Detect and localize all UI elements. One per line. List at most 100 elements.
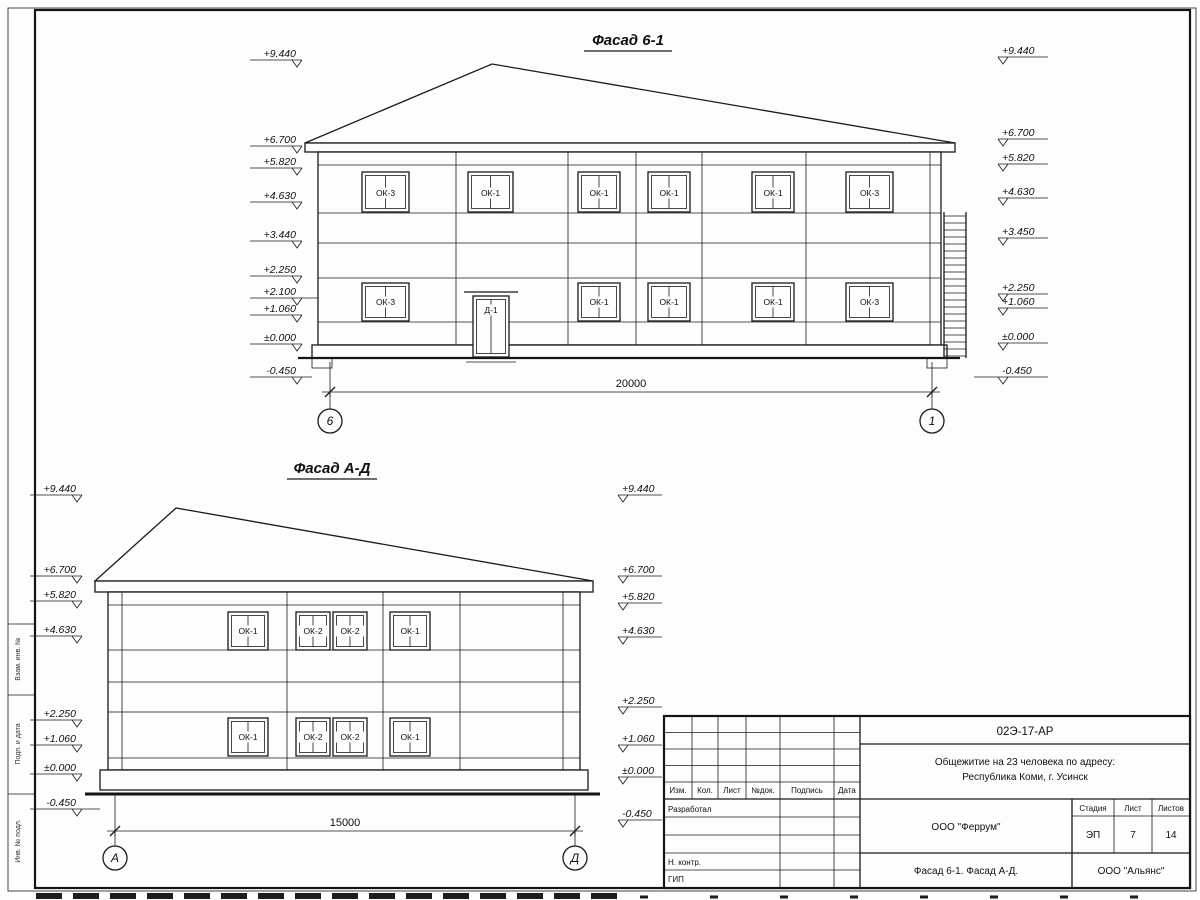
col-date: Дата	[838, 786, 856, 795]
svg-text:+5.820: +5.820	[622, 591, 655, 603]
svg-text:-0.450: -0.450	[46, 797, 76, 809]
svg-text:±0.000: ±0.000	[622, 765, 654, 777]
col-kol: Кол.	[697, 786, 713, 795]
sheets-value: 14	[1165, 830, 1177, 841]
window-label: ОК-1	[659, 297, 678, 307]
window-label: ОК-3	[376, 297, 395, 307]
window: ОК-1	[227, 611, 269, 651]
svg-text:+9.440: +9.440	[1002, 45, 1035, 57]
svg-text:+1.060: +1.060	[1002, 296, 1035, 308]
facade1-title: Фасад 6-1	[592, 32, 664, 49]
svg-text:+6.700: +6.700	[622, 564, 655, 576]
window-label: ОК-1	[763, 297, 782, 307]
elevation-marks-right: +9.440 +6.700 +5.820 +4.630 +2.250 +1.06…	[617, 483, 662, 828]
row-developed: Разработал	[668, 805, 712, 814]
company-name: ООО "Феррум"	[931, 822, 1001, 833]
window: ОК-1	[751, 171, 795, 213]
plinth	[311, 344, 948, 359]
row-ncontrol: Н. контр.	[668, 858, 701, 867]
dimension-value: 20000	[616, 378, 647, 390]
svg-text:+1.060: +1.060	[264, 303, 297, 315]
window: ОК-1	[647, 171, 691, 213]
axis-label: Д	[569, 851, 580, 865]
elevation-marks-left: +9.440 +6.700 +5.820 +4.630 +2.250 +1.06…	[30, 483, 100, 817]
axis-label: А	[110, 851, 119, 865]
stage-value: ЭП	[1086, 830, 1100, 841]
axis-d: Д	[562, 831, 588, 871]
window-label: ОК-1	[238, 732, 257, 742]
roof	[93, 507, 594, 582]
window-label: ОК-3	[860, 188, 879, 198]
window: ОК-1	[751, 282, 795, 322]
col-doc: №док.	[751, 786, 774, 795]
facade2-title: Фасад А-Д	[294, 460, 371, 477]
facade-6-1: Фасад 6-1 ОК-3 ОК-1	[250, 32, 1048, 434]
margin-label-inv: Инв. № подл.	[15, 819, 22, 863]
window-label: ОК-1	[400, 626, 419, 636]
window: ОК-1	[227, 717, 269, 757]
row-gip: ГИП	[668, 875, 684, 884]
svg-text:+9.440: +9.440	[264, 48, 297, 60]
col-izm: Изм.	[669, 786, 686, 795]
window-label: ОК-3	[376, 188, 395, 198]
window-label: ОК-2	[303, 626, 322, 636]
svg-text:+6.700: +6.700	[44, 564, 77, 576]
stage-label: Стадия	[1079, 804, 1106, 813]
axis-label: 6	[327, 414, 334, 428]
window: ОК-1	[577, 171, 621, 213]
dimension-20000: 20000	[322, 362, 940, 398]
col-list: Лист	[723, 786, 741, 795]
svg-text:±0.000: ±0.000	[264, 332, 296, 344]
axis-label: 1	[929, 414, 936, 428]
svg-text:+5.820: +5.820	[264, 156, 297, 168]
window: ОК-1	[577, 282, 621, 322]
col-sign: Подпись	[791, 786, 823, 795]
svg-text:+1.060: +1.060	[44, 733, 77, 745]
window-label: ОК-1	[659, 188, 678, 198]
window-label: ОК-1	[481, 188, 500, 198]
window-label: ОК-3	[860, 297, 879, 307]
svg-text:+4.630: +4.630	[44, 624, 77, 636]
window-label: ОК-2	[340, 626, 359, 636]
window-label: ОК-2	[303, 732, 322, 742]
window-label: ОК-1	[400, 732, 419, 742]
window-label: ОК-1	[238, 626, 257, 636]
facade-a-d: Фасад А-Д ОК-1 ОК-2 ОК-2	[30, 460, 662, 871]
margin-label-vzam: Взам. инв. №	[15, 637, 22, 680]
project-name-line2: Республика Коми, г. Усинск	[962, 771, 1088, 783]
dimension-15000: 15000	[107, 795, 583, 837]
window: ОК-3	[845, 171, 894, 213]
window: ОК-3	[361, 282, 410, 322]
sheet-label: Лист	[1124, 804, 1142, 813]
door-label: Д-1	[484, 305, 498, 315]
sheets-label: Листов	[1158, 804, 1184, 813]
svg-text:±0.000: ±0.000	[44, 762, 76, 774]
entrance-door: Д-1	[464, 291, 518, 363]
svg-text:+3.440: +3.440	[264, 229, 297, 241]
drawing-title: Фасад 6-1. Фасад А-Д.	[914, 866, 1018, 877]
window: ОК-2	[332, 611, 368, 651]
svg-text:+2.250: +2.250	[264, 264, 297, 276]
svg-text:+5.820: +5.820	[44, 589, 77, 601]
window-label: ОК-1	[763, 188, 782, 198]
svg-text:+4.630: +4.630	[622, 625, 655, 637]
plinth	[99, 769, 589, 791]
window: ОК-1	[647, 282, 691, 322]
roof	[304, 63, 956, 144]
fire-ladder	[943, 212, 967, 358]
svg-text:+4.630: +4.630	[264, 190, 297, 202]
svg-text:+1.060: +1.060	[622, 733, 655, 745]
window: ОК-1	[389, 611, 431, 651]
window-label: ОК-1	[589, 297, 608, 307]
svg-text:-0.450: -0.450	[622, 808, 652, 820]
window: ОК-2	[332, 717, 368, 757]
elevation-marks-left: +9.440 +6.700 +5.820 +4.630 +3.440 +2.25…	[250, 48, 318, 385]
window: ОК-2	[295, 611, 331, 651]
dimension-value: 15000	[330, 817, 361, 829]
svg-text:+9.440: +9.440	[44, 483, 77, 495]
svg-text:+6.700: +6.700	[264, 134, 297, 146]
svg-text:+6.700: +6.700	[1002, 127, 1035, 139]
svg-text:+5.820: +5.820	[1002, 152, 1035, 164]
